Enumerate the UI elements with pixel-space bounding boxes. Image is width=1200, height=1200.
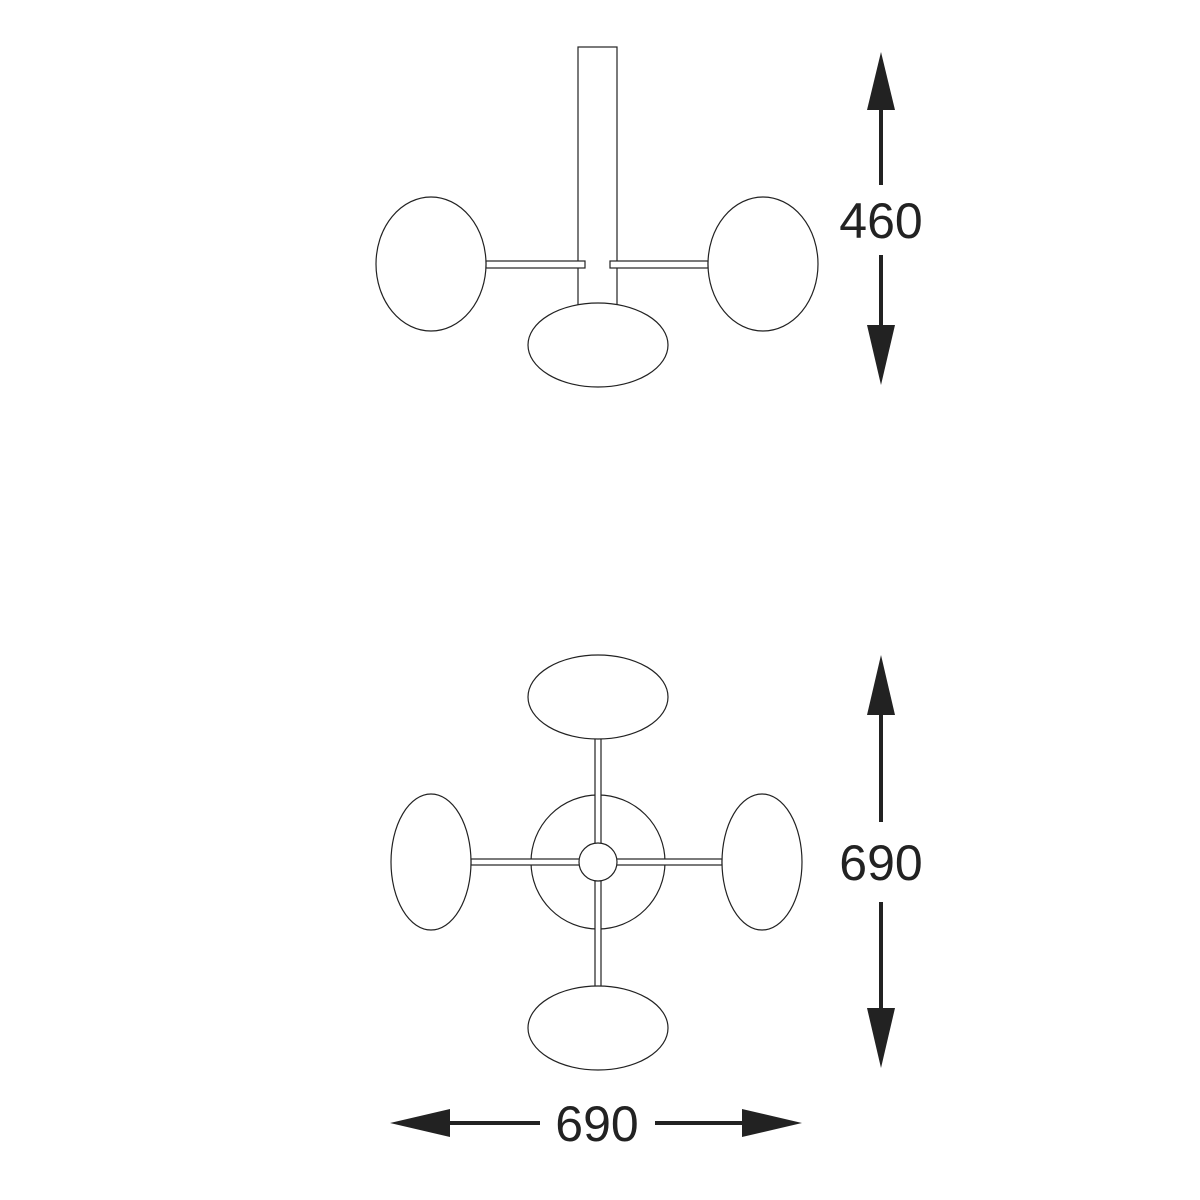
top-globe [527, 654, 669, 740]
width-dimension: 690 [390, 1096, 802, 1152]
left-globe [375, 196, 487, 332]
height-label-460: 460 [839, 193, 922, 249]
center-hub [578, 842, 618, 882]
left-arm [485, 260, 586, 269]
arrow-up-icon [867, 52, 895, 110]
bottom-globe [527, 985, 669, 1071]
side-view [375, 46, 819, 388]
height-dimension-side: 460 [839, 52, 923, 385]
height-label-690: 690 [839, 835, 922, 891]
right-globe [721, 793, 803, 931]
arrow-up-icon [867, 655, 895, 715]
arrow-down-icon [867, 1008, 895, 1068]
top-view [390, 654, 803, 1071]
left-globe [390, 793, 472, 931]
height-dimension-top: 690 [839, 655, 923, 1068]
right-arm [609, 260, 709, 269]
arrow-left-icon [390, 1109, 450, 1137]
arrow-down-icon [867, 325, 895, 385]
bottom-globe [527, 302, 669, 388]
right-globe [707, 196, 819, 332]
width-label-690: 690 [555, 1096, 638, 1152]
arrow-right-icon [742, 1109, 802, 1137]
